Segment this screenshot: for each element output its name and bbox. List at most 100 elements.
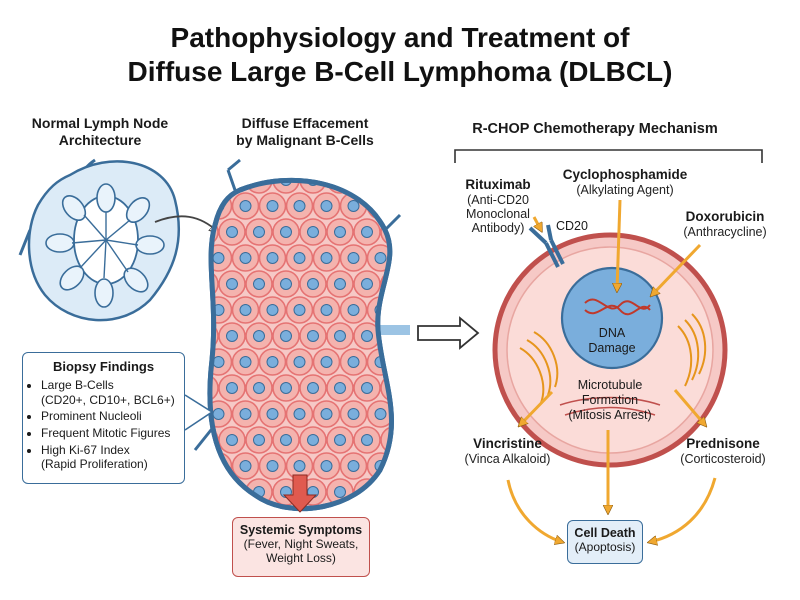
cell-nucleus bbox=[209, 226, 211, 238]
rituximab-label: Rituximab bbox=[465, 177, 531, 192]
cell-nucleus bbox=[239, 460, 252, 472]
cell-nucleus bbox=[239, 408, 252, 420]
list-item: Frequent Mitotic Figures bbox=[41, 426, 184, 441]
microtubule-line1: Microtubule bbox=[577, 378, 643, 392]
cell-nucleus bbox=[226, 226, 238, 238]
rchop-heading: R-CHOP Chemotherapy Mechanism bbox=[472, 121, 718, 137]
malignant-b-cell bbox=[395, 245, 421, 271]
cell-nucleus bbox=[402, 305, 413, 316]
cell-nucleus bbox=[209, 278, 211, 290]
cell-nucleus bbox=[226, 434, 238, 446]
cyclophosphamide-class: (Alkylating Agent) bbox=[576, 183, 674, 197]
cell-nucleus bbox=[347, 408, 360, 420]
cell-nucleus bbox=[226, 278, 238, 290]
cell-nucleus bbox=[239, 252, 252, 264]
cell-nucleus bbox=[334, 486, 346, 498]
effacement-heading-line1: Diffuse Effacement bbox=[241, 115, 369, 131]
cell-nucleus bbox=[347, 304, 360, 316]
cell-nucleus bbox=[253, 382, 265, 394]
cell-nucleus bbox=[402, 201, 413, 212]
cell-nucleus bbox=[226, 486, 238, 498]
cell-nucleus bbox=[266, 252, 279, 264]
malignant-b-cell bbox=[353, 180, 381, 194]
effaced-lymph-node-illustration bbox=[193, 158, 421, 512]
cell-nucleus bbox=[334, 180, 346, 186]
rituximab-class-line1: (Anti-CD20 bbox=[467, 193, 529, 207]
cell-nucleus bbox=[253, 330, 265, 342]
vincristine-class: (Vinca Alkaloid) bbox=[464, 452, 551, 466]
malignant-b-cell bbox=[395, 453, 421, 479]
cell-nucleus bbox=[253, 434, 265, 446]
list-item: Prominent Nucleoli bbox=[41, 409, 184, 424]
biopsy-findings-list: Large B-Cells(CD20+, CD10+, BCL6+) Promi… bbox=[23, 378, 184, 472]
list-item: High Ki-67 Index(Rapid Proliferation) bbox=[41, 443, 184, 472]
cell-nucleus bbox=[361, 382, 373, 394]
cell-nucleus bbox=[266, 304, 279, 316]
biopsy-findings-box: Biopsy Findings Large B-Cells(CD20+, CD1… bbox=[22, 352, 185, 484]
cell-nucleus bbox=[209, 180, 211, 186]
malignant-b-cell bbox=[272, 180, 300, 194]
malignant-b-cell bbox=[209, 478, 219, 506]
cell-death-sub: (Apoptosis) bbox=[574, 540, 636, 554]
cell-nucleus bbox=[280, 330, 292, 342]
malignant-b-cell bbox=[395, 401, 421, 427]
cell-nucleus bbox=[209, 330, 211, 342]
cd20-receptor bbox=[528, 224, 565, 268]
normal-node-heading-line2: Architecture bbox=[58, 132, 142, 148]
cell-nucleus bbox=[334, 330, 346, 342]
cell-nucleus bbox=[293, 460, 306, 472]
cell-death-heading: Cell Death bbox=[574, 526, 636, 540]
cell-nucleus bbox=[212, 408, 225, 420]
page-title-line2: Diffuse Large B-Cell Lymphoma (DLBCL) bbox=[127, 56, 673, 87]
cell-nucleus bbox=[293, 304, 306, 316]
cell-nucleus bbox=[307, 330, 319, 342]
cell-nucleus bbox=[307, 278, 319, 290]
cell-nucleus bbox=[239, 200, 252, 212]
systemic-symptoms-heading: Systemic Symptoms bbox=[239, 523, 363, 537]
cell-nucleus bbox=[374, 252, 387, 264]
malignant-b-cell bbox=[299, 180, 327, 194]
cell-nucleus bbox=[402, 357, 413, 368]
cell-nucleus bbox=[280, 278, 292, 290]
cell-nucleus bbox=[347, 252, 360, 264]
cell-nucleus bbox=[347, 356, 360, 368]
malignant-b-cell bbox=[380, 426, 392, 454]
systemic-symptoms-line2: Weight Loss) bbox=[266, 551, 336, 566]
normal-node-heading-line1: Normal Lymph Node bbox=[31, 115, 169, 131]
cell-nucleus bbox=[388, 226, 392, 238]
cell-nucleus bbox=[334, 382, 346, 394]
cell-nucleus bbox=[280, 382, 292, 394]
microtubule-line3: (Mitosis Arrest) bbox=[568, 408, 652, 422]
cell-nucleus bbox=[239, 304, 252, 316]
cell-nucleus bbox=[402, 253, 413, 264]
vincristine-label: Vincristine bbox=[473, 436, 542, 451]
lymphoma-cell-illustration bbox=[492, 232, 728, 468]
cell-nucleus bbox=[334, 226, 346, 238]
cell-nucleus bbox=[293, 356, 306, 368]
cell-nucleus bbox=[226, 330, 238, 342]
cell-nucleus bbox=[361, 226, 373, 238]
cell-nucleus bbox=[239, 356, 252, 368]
cell-nucleus bbox=[374, 408, 387, 420]
cell-nucleus bbox=[334, 434, 346, 446]
page-title-line1: Pathophysiology and Treatment of bbox=[170, 22, 630, 53]
cell-nucleus bbox=[320, 460, 333, 472]
cell-nucleus bbox=[388, 278, 392, 290]
cell-nucleus bbox=[293, 252, 306, 264]
cell-nucleus bbox=[266, 356, 279, 368]
biopsy-findings-heading: Biopsy Findings bbox=[52, 359, 155, 374]
cell-nucleus bbox=[307, 382, 319, 394]
cell-nucleus bbox=[320, 252, 333, 264]
cell-nucleus bbox=[361, 278, 373, 290]
cell-nucleus bbox=[320, 356, 333, 368]
cell-nucleus bbox=[320, 200, 333, 212]
systemic-symptoms-line1: (Fever, Night Sweats, bbox=[243, 537, 359, 551]
cell-nucleus bbox=[253, 226, 265, 238]
cell-nucleus bbox=[320, 304, 333, 316]
malignant-b-cell bbox=[209, 180, 219, 194]
cell-nucleus bbox=[307, 226, 319, 238]
cell-nucleus bbox=[334, 278, 346, 290]
cell-nucleus bbox=[374, 200, 387, 212]
